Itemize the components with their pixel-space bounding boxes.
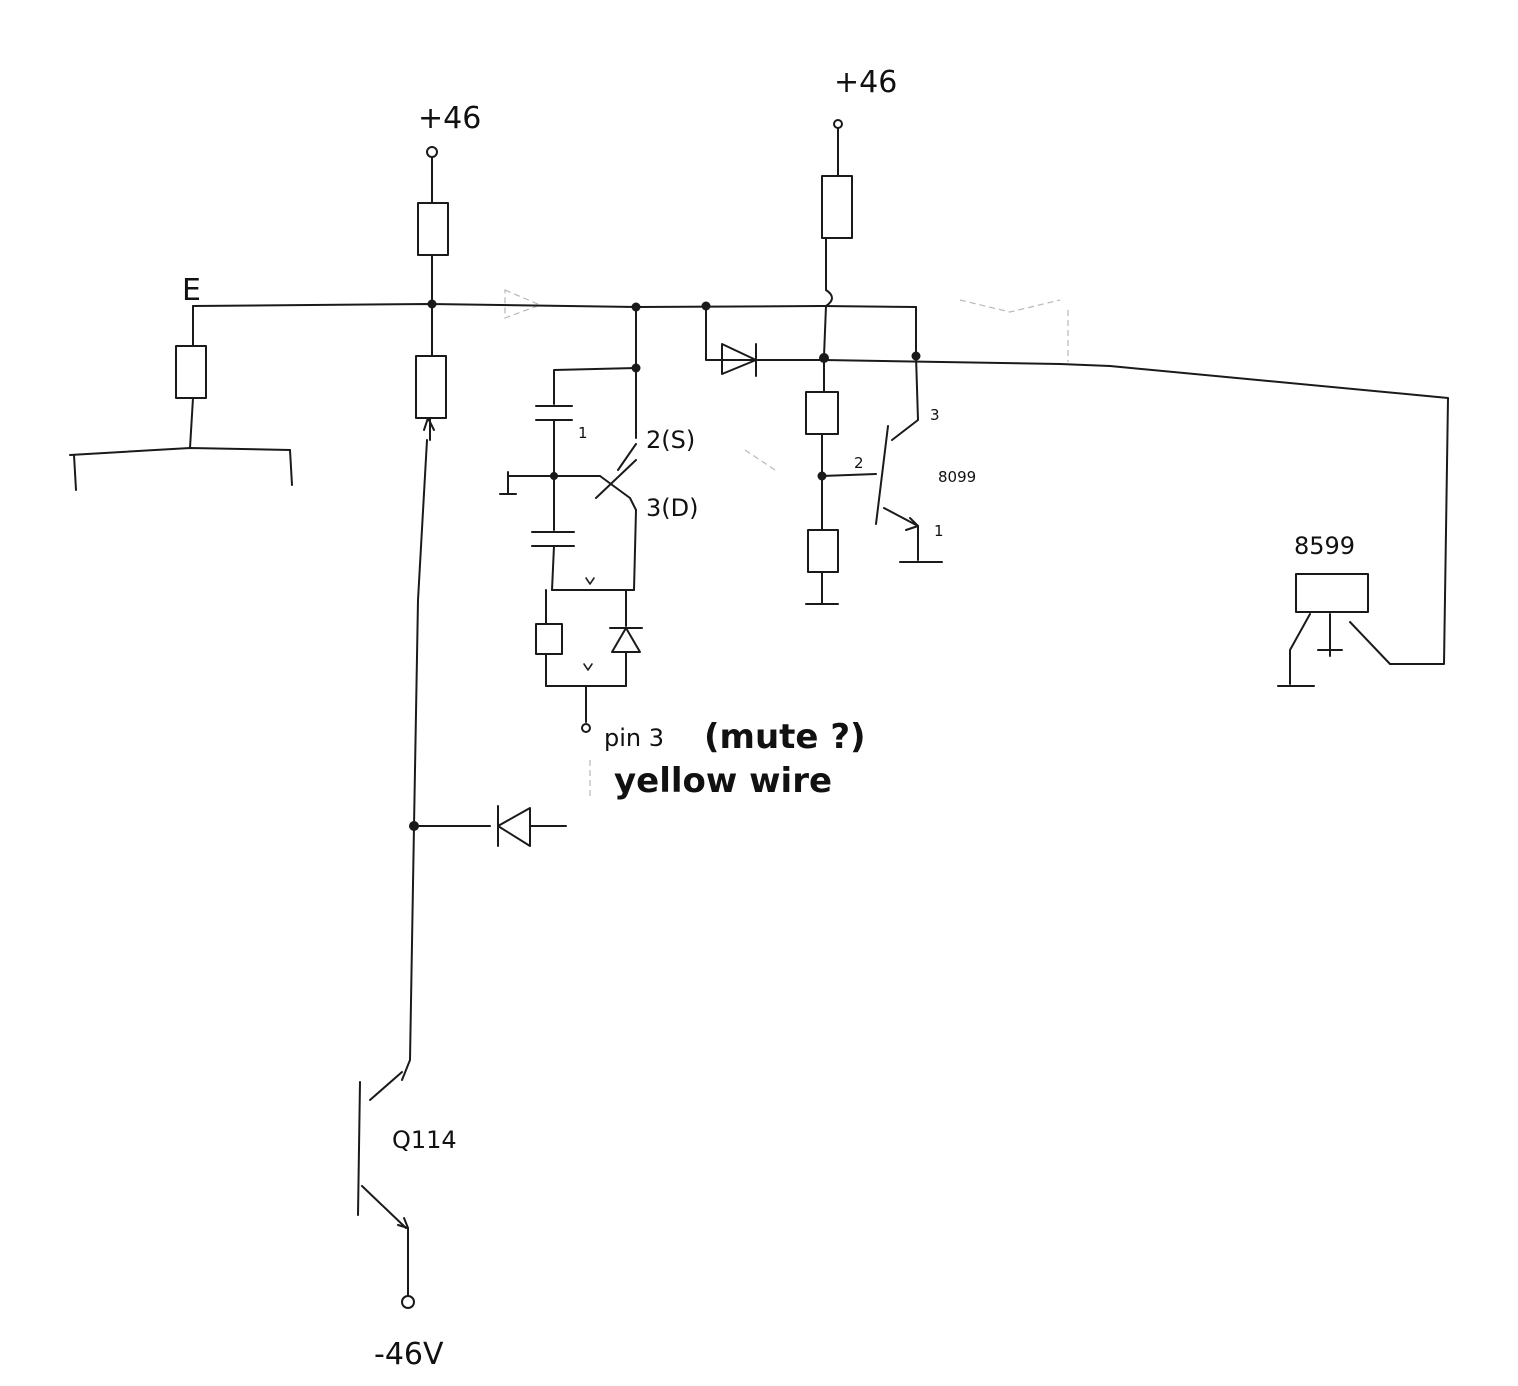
- upper-diode: [721, 343, 757, 377]
- label-node-e: E: [182, 273, 201, 308]
- label-supply-left: +46: [418, 101, 481, 136]
- label-pin-3: 3(D): [646, 494, 698, 522]
- emitter-resistor: [807, 529, 839, 573]
- pin3-terminal: [581, 723, 591, 733]
- q8599-network: [1059, 363, 1449, 687]
- q8599-body: [1295, 573, 1369, 613]
- label-8099-pin1: 1: [934, 522, 944, 540]
- left-supply-resistor: [417, 202, 449, 256]
- q114-transistor: [357, 1071, 415, 1309]
- lower-diode-branch: [413, 805, 567, 847]
- label-yellow-wire: yellow wire: [614, 761, 832, 801]
- base-resistor: [805, 391, 839, 435]
- label-supply-right: +46: [834, 65, 897, 100]
- zener-diode: [609, 627, 643, 653]
- label-mute-note: (mute ?): [704, 717, 866, 757]
- label-8099-name: 8099: [938, 468, 976, 486]
- label-pin3: pin 3: [604, 724, 664, 752]
- q8099-network: [705, 119, 1061, 605]
- e-branch: [69, 305, 293, 491]
- lower-diode: [497, 805, 531, 847]
- lower-capacitor: [531, 531, 575, 547]
- label-neg-supply: -46V: [374, 1337, 444, 1372]
- fet-network: [499, 306, 643, 733]
- label-pin-2: 2(S): [646, 426, 695, 454]
- right-supply-resistor: [821, 175, 853, 239]
- label-8099-pin3: 3: [930, 406, 940, 424]
- label-q114: Q114: [392, 1126, 457, 1154]
- neg-supply-terminal: [401, 1295, 415, 1309]
- label-8099-pin2: 2: [854, 454, 864, 472]
- top-rail: [192, 303, 917, 308]
- left-supply-column: [401, 146, 449, 1081]
- label-8599-name: 8599: [1294, 532, 1355, 560]
- faint-background-marks: [504, 289, 1069, 800]
- junction-dots: [409, 299, 921, 831]
- e-resistor: [175, 345, 207, 399]
- left-lower-resistor: [415, 355, 447, 419]
- upper-capacitor: [535, 405, 573, 421]
- label-cap-pin: 1: [578, 424, 588, 442]
- left-supply-terminal: [426, 146, 438, 158]
- right-supply-terminal: [833, 119, 843, 129]
- lower-resistor-mid: [535, 623, 563, 655]
